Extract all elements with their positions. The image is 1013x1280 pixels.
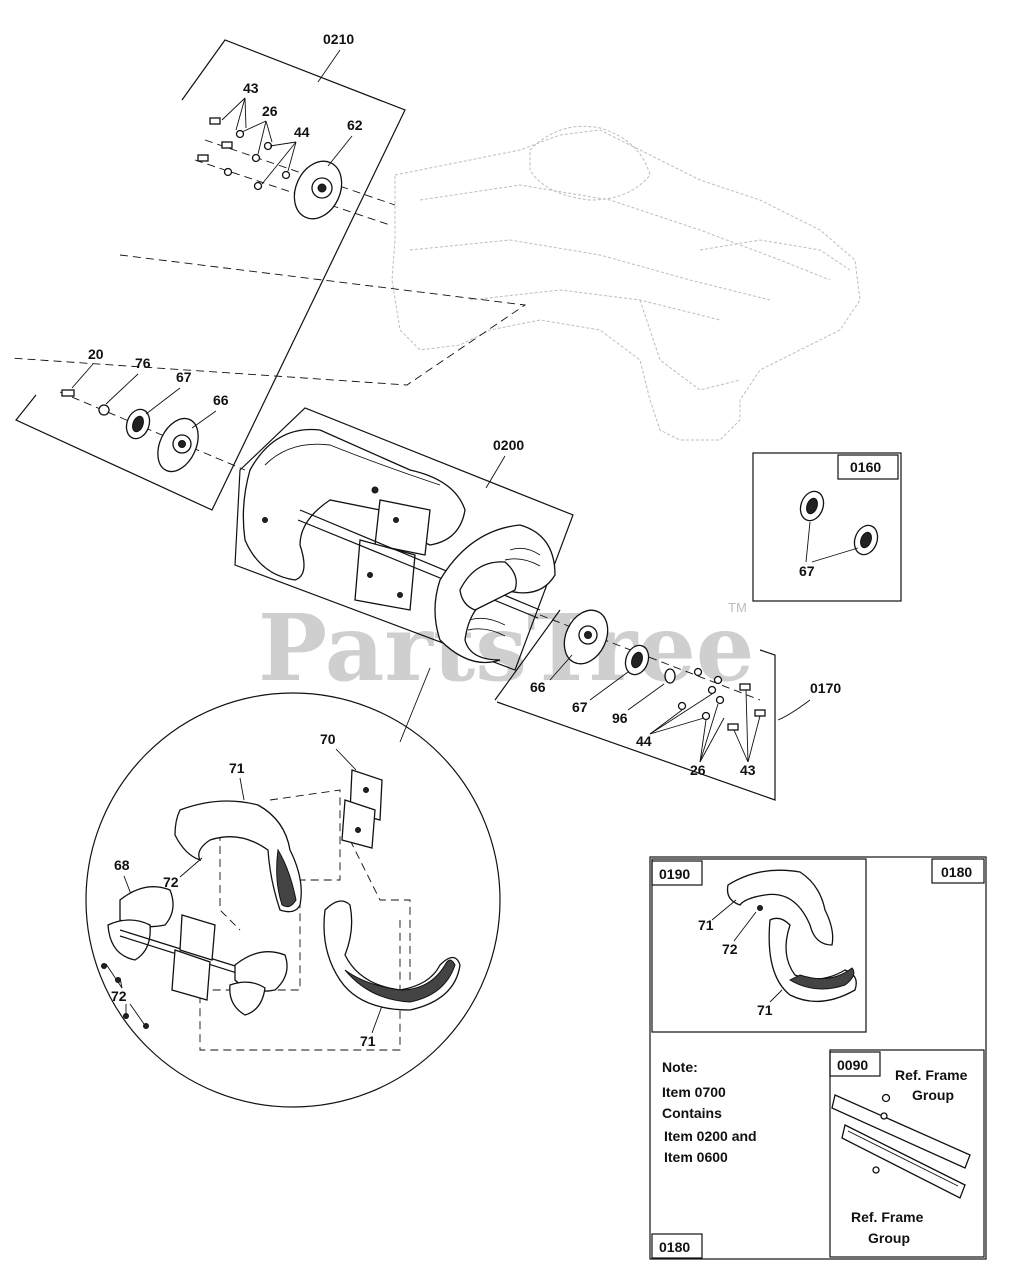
watermark-trademark: TM [728,600,747,615]
auger-blade-left [242,428,466,581]
part-label-62: 62 [347,117,363,133]
washer-76 [98,404,110,416]
part-label-67-box: 67 [799,563,815,579]
part-label-72-b: 72 [111,988,127,1004]
scraper-bar-0090 [831,1093,971,1199]
bracket-70 [341,769,383,849]
bolt-20 [61,389,75,397]
part-label-26-right: 26 [690,762,706,778]
auger-center-plate [354,499,431,611]
bearing-67-pair [799,490,879,556]
callout-0180-bottom: 0180 [659,1239,690,1255]
auger-flight-71-bottom [323,900,461,1011]
group-0160: 0160 67 [752,452,902,602]
ref-frame-top-line-1: Ref. Frame [895,1067,968,1083]
callout-0200: 0200 [493,437,524,453]
callout-0190: 0190 [659,866,690,882]
auger-exploded-detail: 70 71 72 68 72 71 [85,667,501,1108]
auger-blade-right [434,524,556,664]
callout-0170: 0170 [810,680,841,696]
bolt-43 [197,117,233,162]
part-label-20: 20 [88,346,104,362]
part-label-66-right: 66 [530,679,546,695]
inset-part-label-72: 72 [722,941,738,957]
right-hardware [677,667,766,731]
part-label-71-b: 71 [360,1033,376,1049]
flange-66 [157,417,199,473]
part-label-70: 70 [320,731,336,747]
bearing-67 [125,408,151,440]
washer-96 [664,668,676,684]
note-line-3: Contains [662,1105,722,1121]
ref-frame-bottom-line-2: Group [868,1230,910,1246]
part-label-44-right: 44 [636,733,652,749]
note-line-4: Item 0200 and [664,1128,757,1144]
note-line-2: Item 0700 [662,1084,726,1100]
part-label-71-a: 71 [229,760,245,776]
group-0200: 0200 [234,407,574,671]
callout-0160: 0160 [850,459,881,475]
part-label-44-top: 44 [294,124,310,140]
part-label-26-top: 26 [262,103,278,119]
group-0210: 0210 43 26 44 [9,31,527,511]
part-label-66-left: 66 [213,392,229,408]
group-0170: 0170 66 67 96 [494,609,841,801]
note-line-5: Item 0600 [664,1149,728,1165]
watermark: PartsTree [258,594,754,702]
bearing-67-right [624,644,650,676]
inset-0180: 0190 0180 71 72 71 Note: Item 0700 Conta… [649,856,987,1260]
inset-part-label-71-bottom: 71 [757,1002,773,1018]
ref-frame-top-line-2: Group [912,1087,954,1103]
inset-part-label-71-top: 71 [698,917,714,933]
part-label-67-right: 67 [572,699,588,715]
part-label-72-a: 72 [163,874,179,890]
part-label-43-right: 43 [740,762,756,778]
bolts-72 [101,963,149,1029]
callout-0210: 0210 [323,31,354,47]
part-label-68: 68 [114,857,130,873]
callout-0180-top: 0180 [941,864,972,880]
part-label-96: 96 [612,710,628,726]
inset-auger-flights [726,869,857,1003]
auger-flight-71-top [174,800,302,913]
flange-66-right [563,609,609,665]
washer-26 [223,129,261,177]
part-label-43-top: 43 [243,80,259,96]
flange-bearing-62 [293,160,343,220]
callout-0090: 0090 [837,1057,868,1073]
ref-frame-bottom-line-1: Ref. Frame [851,1209,924,1225]
frame-housing-outline [391,125,861,441]
part-label-67-left: 67 [176,369,192,385]
auger-shaft-68 [107,886,288,1016]
part-label-76: 76 [135,355,151,371]
nut-44 [253,141,291,191]
note-line-1: Note: [662,1059,698,1075]
